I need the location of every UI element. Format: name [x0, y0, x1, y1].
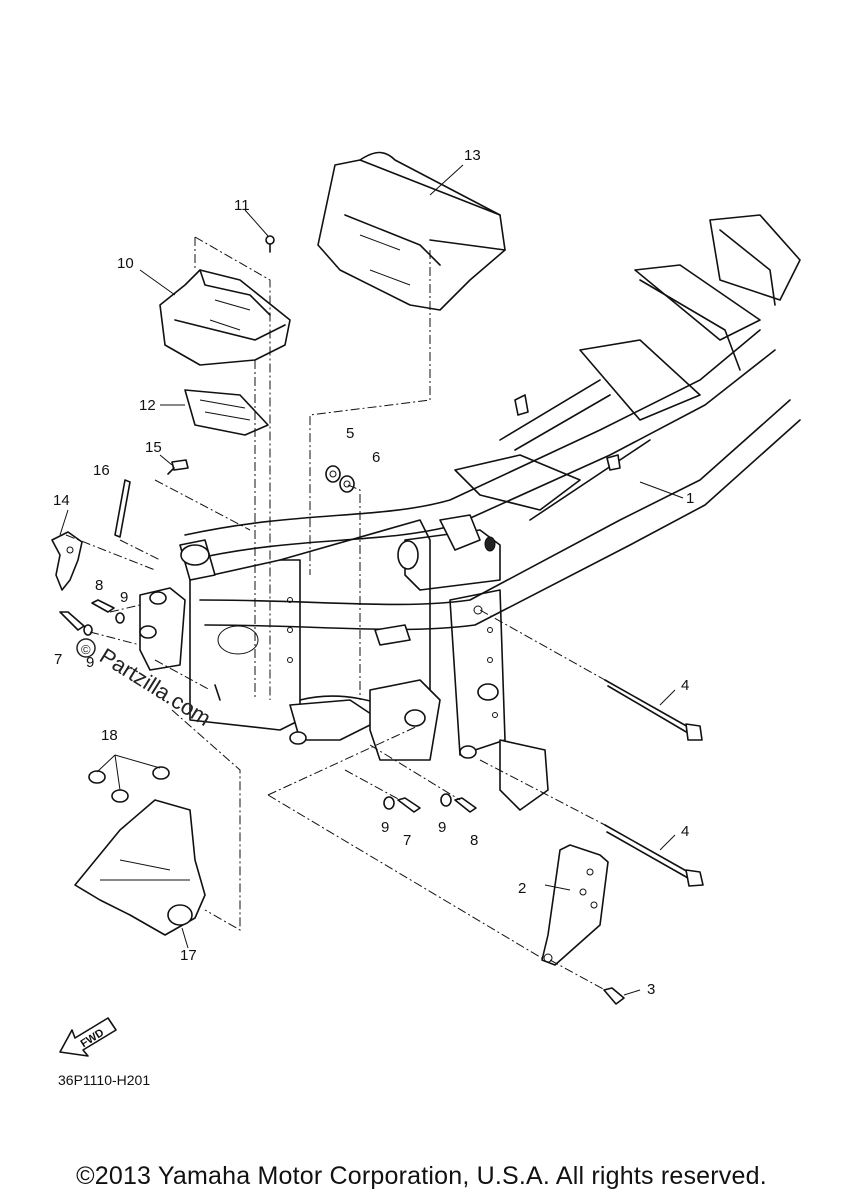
plate-part-16[interactable]	[114, 479, 131, 538]
callout-9-right-a: 9	[381, 819, 389, 836]
callout-9-left-lower: 9	[86, 654, 94, 671]
callout-9-left-upper: 9	[120, 589, 128, 606]
diagram-code: 36P1110-H201	[58, 1072, 151, 1088]
callout-5: 5	[346, 425, 354, 442]
rear-cover-part-13[interactable]	[317, 151, 506, 311]
svg-text:©: ©	[81, 642, 91, 657]
bolt-part-7-right[interactable]	[397, 797, 421, 813]
plate-part-2[interactable]	[541, 844, 609, 966]
clip-part-18-c[interactable]	[152, 766, 170, 780]
bracket-part-14[interactable]	[51, 531, 83, 591]
fwd-arrow-icon: FWD	[59, 1017, 117, 1057]
leader-lines	[59, 164, 684, 996]
washer-part-6[interactable]	[339, 475, 355, 493]
callout-16: 16	[93, 462, 110, 479]
callout-11: 11	[234, 197, 250, 214]
callout-9-right-b: 9	[438, 819, 446, 836]
bolt-part-3[interactable]	[603, 987, 625, 1005]
callout-2: 2	[518, 880, 526, 897]
nut-part-5[interactable]	[325, 465, 341, 483]
callout-numbers: 1 2 3 4 4 5 6 7 7 8 8 9 9 9 9 10 11 12 1…	[53, 147, 694, 998]
callout-1: 1	[686, 490, 694, 507]
callout-8-left: 8	[95, 577, 103, 594]
callout-7-left: 7	[54, 651, 62, 668]
callout-4-upper: 4	[681, 677, 689, 694]
callout-7-right: 7	[403, 832, 411, 849]
callout-17: 17	[180, 947, 197, 964]
bolt-part-7-left[interactable]	[59, 611, 85, 631]
lower-cover-part-17[interactable]	[74, 799, 206, 936]
washer-part-9-left-upper[interactable]	[115, 612, 125, 624]
washer-part-9-right-a[interactable]	[383, 796, 395, 810]
callout-3: 3	[647, 981, 655, 998]
callout-10: 10	[117, 255, 134, 272]
callout-12: 12	[139, 397, 156, 414]
clip-part-18-a[interactable]	[88, 770, 106, 784]
long-bolt-part-4-lower[interactable]	[604, 824, 704, 887]
assembly-lines	[65, 236, 606, 991]
bolt-part-15[interactable]	[167, 459, 189, 475]
long-bolt-part-4-upper[interactable]	[604, 679, 703, 741]
callout-14: 14	[53, 492, 70, 509]
clip-part-18-b[interactable]	[111, 789, 129, 803]
callout-4-lower: 4	[681, 823, 689, 840]
callout-13: 13	[464, 147, 481, 164]
bracket-part-12[interactable]	[184, 389, 269, 436]
bolt-part-8-left[interactable]	[91, 599, 115, 613]
washer-part-9-right-b[interactable]	[440, 793, 452, 807]
callout-18: 18	[101, 727, 118, 744]
rivet-part-11[interactable]	[265, 235, 275, 253]
battery-box-part-10[interactable]	[159, 269, 291, 366]
copyright-notice: ©2013 Yamaha Motor Corporation, U.S.A. A…	[76, 1162, 767, 1190]
front-mount-bracket[interactable]	[139, 587, 186, 671]
washer-part-9-left-lower[interactable]	[83, 624, 93, 636]
callout-15: 15	[145, 439, 162, 456]
main-frame-part-1[interactable]	[179, 214, 801, 811]
bolt-part-8-right[interactable]	[454, 797, 477, 813]
callout-8-right: 8	[470, 832, 478, 849]
callout-6: 6	[372, 449, 380, 466]
